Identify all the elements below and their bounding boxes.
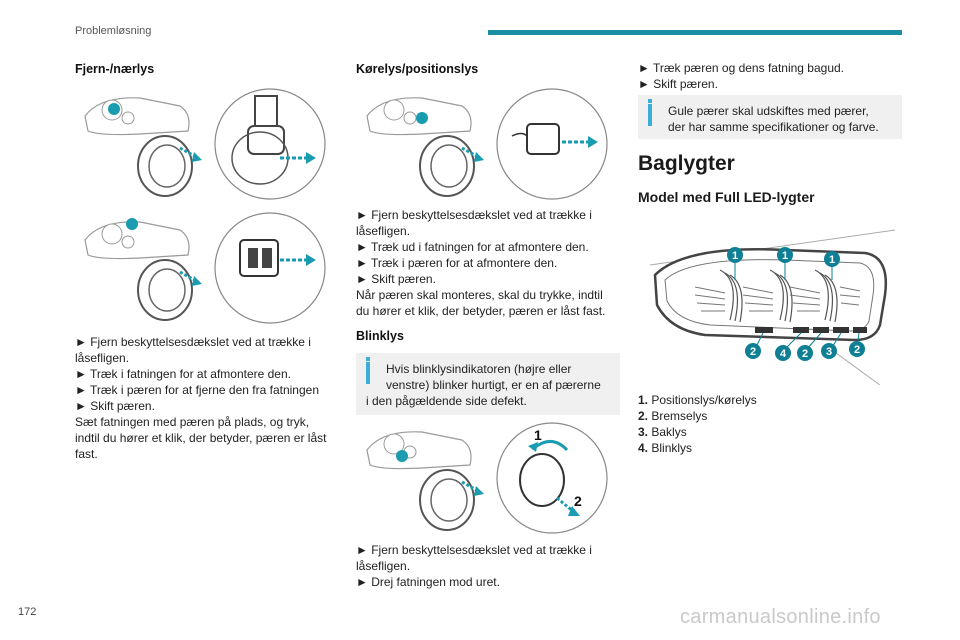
section-title: Problemløsning <box>75 25 152 37</box>
page-number: 172 <box>18 606 37 618</box>
callout-1a: 1 <box>732 250 738 262</box>
legend-item: 3. Baklys <box>638 425 687 439</box>
section-heading-baglygter: Baglygter <box>638 152 735 175</box>
col2-instructions: ► Fjern beskyttelsesdækslet ved at trækk… <box>356 208 606 318</box>
callout-1c: 1 <box>829 254 835 266</box>
col2-blink-instructions: ► Fjern beskyttelsesdækslet ved at trækk… <box>356 543 592 589</box>
subheading-full-led: Model med Full LED-lygter <box>638 189 815 205</box>
turn-signal-illustration: 1 2 <box>366 422 608 534</box>
daytime-light-illustration <box>366 88 608 200</box>
callout-4: 4 <box>780 348 787 360</box>
diagram-label-1: 1 <box>534 427 542 443</box>
headlamp-illustration-2 <box>84 212 326 324</box>
callout-2a: 2 <box>750 346 756 358</box>
diagram-label-2: 2 <box>574 493 582 509</box>
callout-3: 3 <box>826 346 832 358</box>
legend-item: 1. Positionslys/kørelys <box>638 393 757 407</box>
col1-instructions: ► Fjern beskyttelsesdækslet ved at trækk… <box>75 335 327 461</box>
note-blinklys: Hvis blinklysindikatoren (højre eller ve… <box>356 353 620 415</box>
header-accent-bar <box>488 30 902 35</box>
heading-blinklys: Blinklys <box>356 329 404 343</box>
watermark: carmanualsonline.info <box>680 606 881 628</box>
callout-2c: 2 <box>854 344 860 356</box>
col3-instructions: ► Træk pæren og dens fatning bagud. ► Sk… <box>638 61 845 91</box>
info-icon <box>366 357 370 361</box>
heading-fjern-naerlys: Fjern-/nærlys <box>75 62 155 76</box>
callout-1b: 1 <box>782 250 788 262</box>
legend-list: 1. Positionslys/kørelys 2. Bremselys 3. … <box>638 392 898 456</box>
callout-2b: 2 <box>802 348 808 360</box>
rear-light-illustration: 1 1 1 2 4 2 3 2 <box>649 229 896 385</box>
headlamp-illustration-1 <box>84 88 326 200</box>
heading-koerelys: Kørelys/positionslys <box>356 62 479 76</box>
note-gule-paerer: Gule pærer skal udskiftes med pærer, der… <box>638 95 902 139</box>
legend-item: 2. Bremselys <box>638 409 708 423</box>
legend-item: 4. Blinklys <box>638 441 693 455</box>
info-icon <box>648 99 652 103</box>
